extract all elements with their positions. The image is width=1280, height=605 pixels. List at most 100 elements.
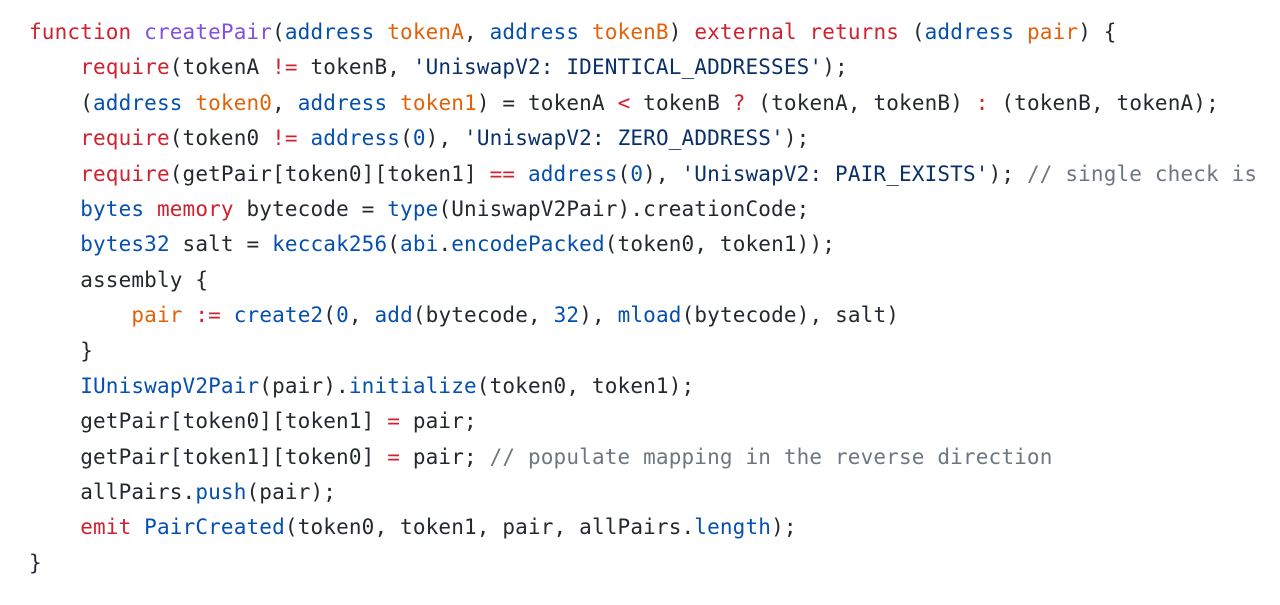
code-token: , <box>272 90 298 115</box>
code-token: = <box>387 444 401 469</box>
code-token <box>1014 20 1027 44</box>
code-token: ( <box>387 232 401 257</box>
code-token: (tokenB, tokenA); <box>988 90 1219 115</box>
code-token: encodePacked <box>451 232 605 257</box>
code-token <box>374 20 387 44</box>
code-token: ( <box>617 161 631 186</box>
code-token: = <box>387 409 401 434</box>
code-token: ( <box>323 303 337 328</box>
code-token: (token0, token1); <box>476 373 695 398</box>
code-indent <box>29 303 131 327</box>
code-token: // populate mapping in the reverse direc… <box>489 444 1053 469</box>
code-indent <box>29 374 80 398</box>
code-token: getPair[token1][token0] <box>80 444 388 469</box>
code-token: tokenB <box>591 20 669 44</box>
code-line: emit PairCreated(token0, token1, pair, a… <box>0 510 1280 545</box>
code-token: (tokenA <box>169 55 273 80</box>
code-token: function <box>29 20 132 44</box>
code-token: ( <box>80 90 93 115</box>
code-token: := <box>195 303 221 328</box>
code-token: (bytecode), salt) <box>681 303 900 328</box>
code-token: (getPair[token0][token1] <box>169 161 490 186</box>
code-line: } <box>0 546 1280 581</box>
code-token: : <box>975 90 989 115</box>
code-token: ); <box>783 126 810 151</box>
code-token: emit <box>80 515 132 540</box>
code-token: ), <box>643 161 682 186</box>
code-token: memory <box>156 196 234 221</box>
code-token: , <box>348 303 375 328</box>
code-token: ) <box>668 20 695 44</box>
code-token <box>183 91 196 115</box>
code-token: (pair); <box>246 480 337 505</box>
code-indent <box>29 55 80 79</box>
code-token: PairCreated <box>144 515 285 540</box>
code-line: bytes32 salt = keccak256(abi.encodePacke… <box>0 227 1280 262</box>
code-token: length <box>694 515 772 540</box>
code-token: != <box>272 126 298 151</box>
code-token: 0 <box>630 161 644 186</box>
code-token: 'UniswapV2: PAIR_EXISTS' <box>681 161 989 186</box>
code-token: mload <box>617 303 682 328</box>
code-token: (pair). <box>259 373 349 398</box>
code-token <box>387 91 400 115</box>
code-token: ? <box>732 90 746 115</box>
code-token: // single check is <box>1026 161 1258 186</box>
code-token: ), <box>579 303 618 328</box>
code-token: pair; <box>400 444 490 469</box>
code-token: , <box>464 20 490 44</box>
code-line: getPair[token0][token1] = pair; <box>0 404 1280 439</box>
code-line: IUniswapV2Pair(pair).initialize(token0, … <box>0 369 1280 404</box>
code-token: tokenB, <box>297 55 413 80</box>
code-token: token0 <box>195 90 273 115</box>
code-token: add <box>374 303 413 328</box>
code-indent <box>29 162 80 186</box>
code-token: tokenB <box>630 90 733 115</box>
code-token: (token0, token1, pair, allPairs. <box>284 515 695 540</box>
code-token: ); <box>822 55 848 80</box>
code-token: ), <box>425 126 465 151</box>
code-token: (token0 <box>169 126 273 151</box>
code-token: ); <box>988 161 1027 186</box>
code-token: < <box>617 90 631 115</box>
code-line: require(getPair[token0][token1] == addre… <box>0 157 1280 192</box>
code-token: token1 <box>400 90 477 115</box>
code-token: address <box>924 20 1015 44</box>
code-token: external <box>694 20 797 44</box>
code-token: } <box>80 338 93 363</box>
code-token: require <box>80 161 170 186</box>
code-indent <box>29 126 80 150</box>
code-token <box>298 126 311 150</box>
code-token <box>515 162 528 186</box>
code-token: 0 <box>336 303 349 328</box>
code-indent <box>29 445 80 469</box>
code-token: assembly { <box>80 267 209 292</box>
code-token: (UniswapV2Pair).creationCode; <box>438 196 810 221</box>
code-lines: function createPair(address tokenA, addr… <box>0 15 1280 581</box>
code-token: (token0, token1)); <box>604 232 836 257</box>
code-indent <box>29 480 80 504</box>
code-token: allPairs. <box>80 480 196 505</box>
code-line: } <box>0 334 1280 369</box>
code-token: 'UniswapV2: IDENTICAL_ADDRESSES' <box>412 55 823 80</box>
code-indent <box>29 409 80 433</box>
code-line: require(tokenA != tokenB, 'UniswapV2: ID… <box>0 50 1280 85</box>
code-token: pair; <box>400 409 477 434</box>
code-line: allPairs.push(pair); <box>0 475 1280 510</box>
code-token: bytecode = <box>233 196 388 221</box>
code-line: function createPair(address tokenA, addr… <box>0 15 1280 50</box>
code-token: bytes32 <box>80 232 170 257</box>
code-token: 32 <box>553 303 580 328</box>
code-indent <box>29 515 80 539</box>
code-token: keccak256 <box>272 232 388 257</box>
code-token <box>144 197 157 221</box>
code-line: getPair[token1][token0] = pair; // popul… <box>0 440 1280 475</box>
code-token: pair <box>1027 20 1079 44</box>
code-indent <box>29 339 80 363</box>
code-token: 0 <box>412 126 426 151</box>
code-token: push <box>195 480 247 505</box>
code-token: returns <box>809 20 900 44</box>
code-indent <box>29 268 80 292</box>
code-token: ); <box>771 515 797 540</box>
